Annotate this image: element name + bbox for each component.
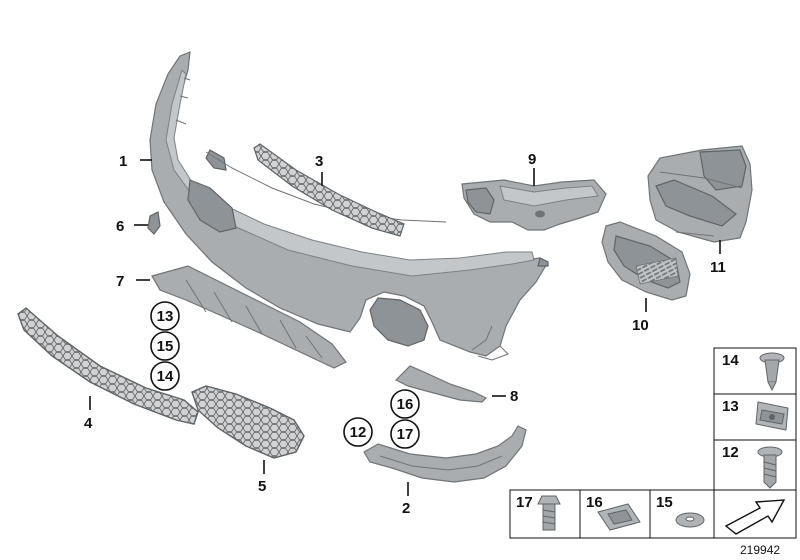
bolt-icon bbox=[537, 495, 561, 531]
svg-text:14: 14 bbox=[722, 352, 739, 369]
svg-text:15: 15 bbox=[656, 494, 673, 511]
trim-strip bbox=[394, 365, 488, 403]
reference-number: 219942 bbox=[740, 543, 780, 557]
svg-text:16: 16 bbox=[397, 396, 414, 413]
underbody-guard bbox=[151, 265, 347, 369]
svg-text:13: 13 bbox=[157, 308, 174, 325]
air-guide-frame bbox=[601, 221, 691, 301]
callout-4: 4 bbox=[84, 415, 93, 432]
svg-text:17: 17 bbox=[516, 494, 533, 511]
svg-text:14: 14 bbox=[157, 368, 174, 385]
callout-11: 11 bbox=[710, 259, 726, 276]
circled-callout-13: 13 bbox=[150, 301, 180, 331]
callout-7: 7 bbox=[116, 273, 124, 290]
side-mesh-grille bbox=[191, 385, 305, 459]
circled-callout-12: 12 bbox=[343, 417, 373, 447]
hardware-legend-bottom: 17 16 15 bbox=[509, 489, 797, 539]
svg-text:17: 17 bbox=[397, 426, 414, 443]
clip-nut-icon bbox=[597, 503, 641, 531]
callout-8: 8 bbox=[510, 388, 518, 405]
washer-icon bbox=[675, 512, 705, 528]
callout-2: 2 bbox=[402, 500, 410, 517]
lower-mesh-grille bbox=[17, 307, 199, 425]
circled-callout-15: 15 bbox=[150, 331, 180, 361]
callout-9: 9 bbox=[528, 151, 536, 168]
svg-text:16: 16 bbox=[586, 494, 603, 511]
callout-10: 10 bbox=[632, 317, 649, 334]
spring-nut-icon bbox=[755, 401, 789, 431]
circled-callout-16: 16 bbox=[390, 389, 420, 419]
callout-6: 6 bbox=[116, 218, 124, 235]
small-clip bbox=[147, 211, 161, 235]
callout-1: 1 bbox=[119, 153, 127, 170]
callout-5: 5 bbox=[258, 478, 266, 495]
air-duct-housing bbox=[647, 145, 753, 243]
upper-grille-strip bbox=[253, 143, 405, 237]
direction-arrow-icon bbox=[724, 499, 786, 535]
svg-text:12: 12 bbox=[722, 444, 739, 461]
circled-callout-17: 17 bbox=[390, 419, 420, 449]
front-splitter bbox=[363, 425, 527, 483]
legend-cell-12 bbox=[713, 439, 797, 491]
hardware-legend-right: 14 13 12 bbox=[713, 347, 797, 491]
bumper-trim-panel bbox=[149, 51, 549, 361]
expanding-rivet-icon bbox=[759, 352, 785, 392]
circled-callout-14: 14 bbox=[150, 361, 180, 391]
callout-3: 3 bbox=[315, 153, 323, 170]
svg-text:13: 13 bbox=[722, 398, 739, 415]
svg-text:12: 12 bbox=[350, 424, 367, 441]
screw-icon bbox=[757, 446, 783, 489]
svg-text:15: 15 bbox=[157, 338, 174, 355]
air-duct bbox=[461, 179, 607, 231]
